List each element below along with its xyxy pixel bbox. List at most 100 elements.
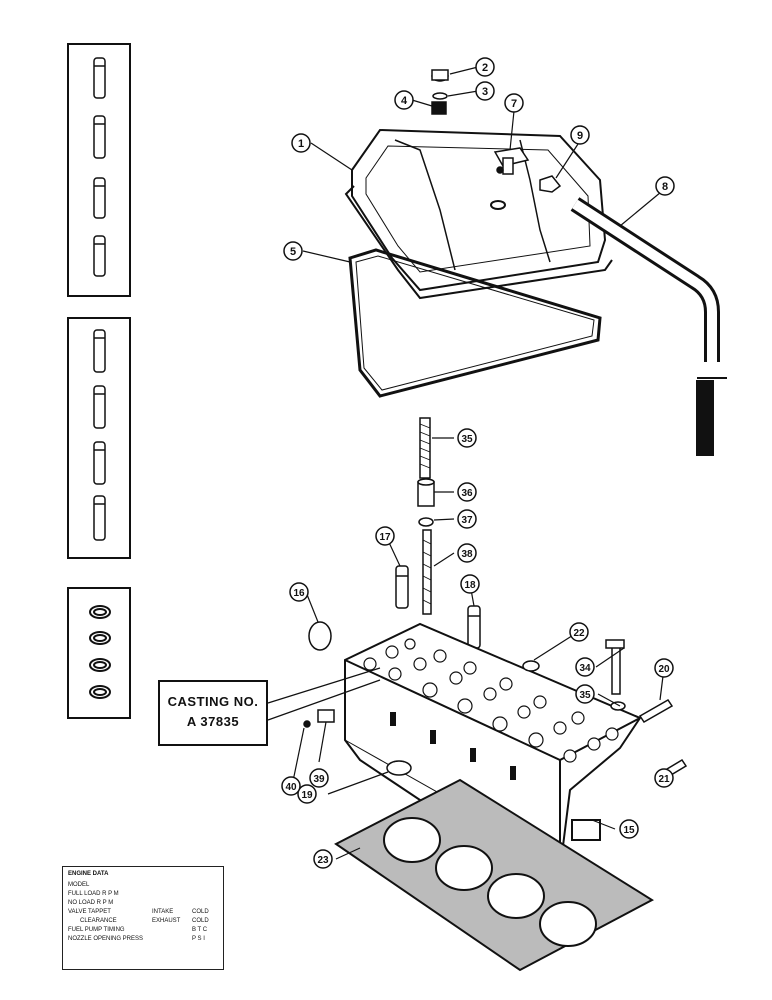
callout-number: 22 — [573, 628, 585, 639]
casting-line-2: A 37835 — [186, 714, 240, 729]
leader-lines — [267, 66, 669, 860]
engine-data-value — [192, 890, 218, 899]
callout-number: 4 — [401, 95, 408, 107]
valve-guide-box-middle — [67, 317, 131, 559]
callout-number: 36 — [461, 488, 473, 499]
callout-number: 40 — [285, 782, 297, 793]
callout-number: 7 — [511, 98, 517, 110]
engine-data-value: COLD — [192, 918, 209, 924]
callout-circle — [313, 849, 333, 869]
callout-circle — [375, 526, 395, 546]
callout-number: 19 — [301, 790, 313, 801]
callout-group: 1234578915161718192021222334353536373839… — [281, 57, 675, 869]
engine-data-value: B T C — [192, 927, 208, 933]
callout-circle — [619, 819, 639, 839]
callout-number: 39 — [313, 774, 325, 785]
callout-number: 34 — [579, 663, 591, 674]
engine-data-label: VALVE TAPPET — [68, 909, 111, 915]
breather-hose — [570, 197, 727, 456]
callout-circle — [655, 176, 675, 196]
engine-data-label: NO LOAD R P M — [68, 900, 114, 906]
head-gasket — [334, 778, 655, 972]
engine-data-row: NO LOAD R P M — [68, 899, 218, 908]
callout-circle — [309, 768, 329, 788]
callout-circle — [654, 658, 674, 678]
callout-circle — [283, 241, 303, 261]
callout-circle — [457, 428, 477, 448]
callout-circle — [569, 622, 589, 642]
callout-number: 1 — [298, 138, 304, 150]
engine-data-row: FULL LOAD R P M — [68, 890, 218, 899]
callout-number: 37 — [461, 515, 473, 526]
engine-data-value — [192, 899, 218, 908]
engine-data-sub — [152, 935, 192, 944]
callout-number: 9 — [577, 130, 583, 142]
seal-ring-box — [67, 587, 131, 719]
callout-circle — [394, 90, 414, 110]
callout-circle — [281, 776, 301, 796]
engine-data-row: CLEARANCE EXHAUST COLD — [68, 917, 218, 926]
casting-line-1: CASTING NO. — [167, 694, 259, 709]
engine-data-sub — [152, 890, 192, 899]
hose-clamp-nut — [539, 175, 562, 193]
o-ring-16 — [308, 621, 332, 651]
callout-circle — [654, 768, 674, 788]
valve-guide-box-top — [67, 43, 131, 297]
engine-data-row: FUEL PUMP TIMING B T C — [68, 926, 218, 935]
cover-nut-washer-seal — [431, 69, 449, 115]
callout-circle — [289, 582, 309, 602]
engine-data-sub — [152, 881, 192, 890]
engine-data-rows: MODEL FULL LOAD R P M NO LOAD R P M VALVE T… — [68, 881, 218, 944]
callout-number: 5 — [290, 246, 296, 258]
engine-data-sub — [152, 899, 192, 908]
callout-circle — [570, 125, 590, 145]
engine-data-label: NOZZLE OPENING PRESS — [68, 936, 144, 942]
callout-number: 35 — [579, 690, 591, 701]
callout-circle — [457, 509, 477, 529]
callout-number: 15 — [623, 825, 635, 836]
callout-number: 16 — [293, 588, 305, 599]
callout-number: 18 — [464, 580, 476, 591]
cylinder-head — [344, 622, 642, 882]
callout-number: 8 — [662, 181, 668, 193]
callout-circle — [475, 81, 495, 101]
engine-data-value: P S I — [192, 936, 205, 942]
callout-number: 2 — [482, 62, 488, 74]
engine-data-sub: EXHAUST — [152, 918, 181, 924]
callout-circle — [457, 482, 477, 502]
engine-data-label: FUEL PUMP TIMING — [68, 927, 125, 933]
callout-circle — [457, 543, 477, 563]
studs-stack — [417, 417, 435, 615]
engine-data-plate: ENGINE DATA MODEL FULL LOAD R P M NO LOAD … — [62, 866, 224, 970]
callout-circle — [297, 784, 317, 804]
callout-number: 20 — [658, 664, 670, 675]
engine-data-value — [192, 881, 218, 890]
engine-data-value: COLD — [192, 909, 209, 915]
callout-circle — [575, 657, 595, 677]
callout-number: 3 — [482, 86, 488, 98]
callout-circle — [575, 684, 595, 704]
callout-number: 38 — [461, 549, 473, 560]
callout-circle — [504, 93, 524, 113]
engine-data-row: MODEL — [68, 881, 218, 890]
callout-circle — [475, 57, 495, 77]
valve-cover-gasket — [348, 248, 602, 398]
engine-data-title: ENGINE DATA — [68, 871, 109, 877]
engine-data-sub — [152, 926, 192, 935]
casting-number-label: CASTING NO. A 37835 — [158, 680, 268, 746]
callout-number: 23 — [317, 855, 329, 866]
engine-data-label: FULL LOAD R P M — [68, 891, 119, 897]
breather-tee — [493, 147, 530, 175]
engine-data-row: VALVE TAPPET INTAKE COLD — [68, 908, 218, 917]
engine-data-label: MODEL — [68, 882, 90, 888]
engine-data-sub: INTAKE — [152, 909, 174, 915]
engine-data-row: NOZZLE OPENING PRESS P S I — [68, 935, 218, 944]
callout-circle — [291, 133, 311, 153]
callout-circle — [460, 574, 480, 594]
callout-number: 35 — [461, 434, 473, 445]
valve-cover — [344, 128, 613, 300]
engine-data-label: CLEARANCE — [80, 918, 117, 924]
callout-number: 21 — [658, 774, 670, 785]
callout-number: 17 — [379, 532, 391, 543]
